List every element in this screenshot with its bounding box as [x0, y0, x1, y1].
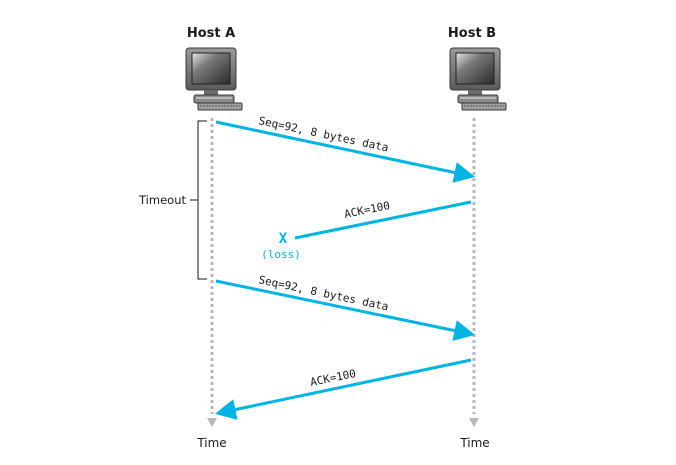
loss-x-mark: X	[279, 231, 288, 247]
host-a-label: Host A	[187, 26, 235, 41]
host-a-timeline-arrowhead	[207, 418, 217, 427]
host-a-computer-icon	[185, 47, 243, 111]
host-b-label: Host B	[448, 26, 496, 41]
host-b-time-label: Time	[459, 436, 489, 450]
message-arrow-2	[294, 200, 472, 240]
timeout-bracket	[197, 120, 207, 280]
timeout-label: Timeout	[138, 193, 186, 207]
message-arrow-1	[215, 120, 476, 183]
message-label-2: ACK=100	[343, 199, 391, 221]
message-arrow-3	[215, 279, 476, 341]
host-b-timeline-arrowhead	[469, 418, 479, 427]
host-a-time-label: Time	[196, 436, 226, 450]
message-arrow-4	[214, 358, 472, 420]
loss-label: (loss)	[261, 248, 301, 261]
host-b-computer-icon	[449, 47, 507, 111]
